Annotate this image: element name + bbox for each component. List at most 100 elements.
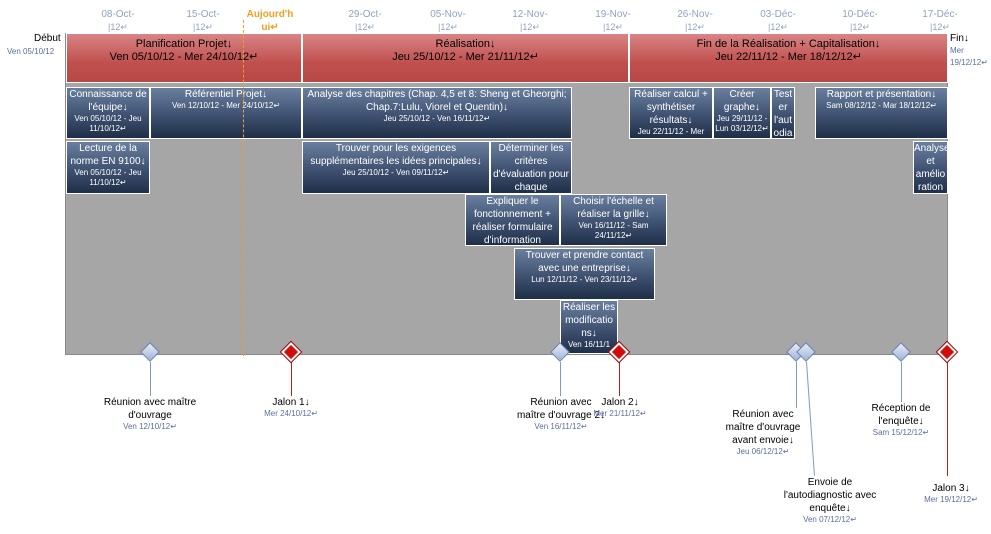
milestone-title: Jalon 2↓	[601, 397, 639, 408]
date-sub: |12↵	[520, 22, 540, 32]
task-analyse-chapitres[interactable]: Analyse des chapitres (Chap. 4,5 et 8: S…	[302, 87, 572, 139]
milestone-title: Réception de l'enquête↓	[871, 403, 931, 427]
date-header-dec17: 17-Déc- |12↵	[910, 8, 970, 34]
phase-dates: Ven 05/10/12 - Mer 24/10/12↵	[109, 51, 259, 63]
milestone-line	[291, 362, 292, 396]
task-dates: Ven 05/10/12 - Jeu 11/10/12↵	[74, 168, 142, 187]
task-title: Expliquer le fonctionnement + réaliser f…	[472, 196, 553, 246]
milestone-line	[806, 361, 815, 476]
start-label: Début	[34, 33, 61, 45]
task-connaissance-equipe[interactable]: Connaissance de l'équipe↓ Ven 05/10/12 -…	[66, 87, 150, 139]
phase-title: Planification Projet↓	[135, 38, 233, 50]
start-date: Ven 05/10/12	[7, 46, 54, 58]
date-label: 12-Nov-	[512, 9, 548, 20]
milestone-title: Réunion avec maître d'ouvrage	[103, 397, 197, 421]
milestone-line	[796, 362, 797, 408]
date-sub: |12↵	[193, 22, 213, 32]
date-header-dec10: 10-Déc- |12↵	[830, 8, 890, 34]
end-title: Fin↓	[950, 33, 969, 44]
milestone-reunion-avant-envoie: Réunion avec maître d'ouvrage avant envo…	[720, 408, 806, 457]
task-dates: Ven 05/10/12 - Jeu 11/10/12↵	[74, 114, 142, 133]
date-label: 19-Nov-	[595, 9, 631, 20]
task-analyse-amelioration[interactable]: Analyse et amélio ration	[913, 141, 948, 194]
task-tester-autodiagnostic[interactable]: Test er l'aut odia	[771, 87, 795, 139]
task-expliquer-fonctionnement[interactable]: Expliquer le fonctionnement + réaliser f…	[465, 194, 560, 246]
phase-dates: Jeu 22/11/12 - Mer 18/12/12↵	[715, 51, 862, 63]
date-header-oct15: 15-Oct- |12↵	[173, 8, 233, 34]
task-dates: Sam 08/12/12 - Mar 18/12/12↵	[826, 101, 937, 110]
end-label: Fin↓ Mer 19/12/12↵	[950, 33, 990, 69]
task-title: Connaissance de l'équipe↓	[69, 89, 147, 113]
milestone-title: Envoie de l'autodiagnostic avec enquête↓	[783, 477, 877, 514]
task-dates: Ven 16/11/12 - Sam 24/11/12↵	[578, 221, 649, 240]
task-title: Déterminer les critères d'évaluation pou…	[493, 143, 569, 193]
date-header-oct29: 29-Oct-|12↵	[335, 8, 395, 34]
date-header-nov19: 19-Nov- |12↵	[583, 8, 643, 34]
task-choisir-echelle[interactable]: Choisir l'échelle et réaliser la grille↓…	[560, 194, 667, 246]
task-trouver-contact[interactable]: Trouver et prendre contact avec une entr…	[514, 248, 655, 300]
date-label: 26-Nov-	[677, 9, 713, 20]
task-dates: Jeu 25/10/12 - Ven 09/11/12↵	[342, 168, 450, 177]
phase-title: Réalisation↓	[435, 38, 496, 50]
phase-planification[interactable]: Planification Projet↓ Ven 05/10/12 - Mer…	[66, 33, 302, 83]
milestone-line	[560, 362, 561, 396]
milestone-date: Ven 07/12/12↵	[803, 515, 857, 524]
phase-title: Fin de la Réalisation + Capitalisation↓	[696, 38, 881, 50]
task-title: Lecture de la norme EN 9100↓	[70, 143, 146, 167]
task-title: Choisir l'échelle et réaliser la grille↓	[573, 196, 654, 220]
phase-dates: Jeu 25/10/12 - Mer 21/11/12↵	[392, 51, 539, 63]
date-label: 10-Déc-	[842, 9, 878, 20]
task-trouver-exigences[interactable]: Trouver pour les exigences supplémentair…	[302, 141, 490, 194]
phase-realisation[interactable]: Réalisation↓ Jeu 25/10/12 - Mer 21/11/12…	[302, 33, 629, 83]
task-title: Trouver pour les exigences supplémentair…	[310, 143, 482, 167]
task-title: Réaliser les modificatio ns↓	[562, 302, 616, 339]
start-date-text: Ven 05/10/12	[7, 47, 55, 56]
milestone-date: Sam 15/12/12↵	[872, 428, 930, 437]
milestone-title: Jalon 1↓	[272, 397, 310, 408]
date-header-dec03: 03-Déc- |12↵	[748, 8, 808, 34]
date-label: 08-Oct-	[101, 9, 135, 20]
date-label: 03-Déc-	[760, 9, 796, 20]
milestone-envoie-autodiagnostic: Envoie de l'autodiagnostic avec enquête↓…	[780, 476, 880, 525]
milestone-line	[619, 362, 620, 396]
task-realiser-calcul[interactable]: Réaliser calcul + synthétiser résultats↓…	[629, 87, 713, 139]
milestone-reunion-2: Réunion avec maître d'ouvrage 2↓ Ven 16/…	[515, 396, 607, 432]
date-label: 29-Oct-	[348, 9, 382, 20]
task-realiser-modifications[interactable]: Réaliser les modificatio ns↓ Ven 16/11/1	[560, 300, 618, 354]
task-title: Réaliser calcul + synthétiser résultats↓	[634, 89, 708, 126]
date-sub: |12↵	[850, 22, 870, 32]
task-title: Rapport et présentation↓	[826, 89, 937, 100]
task-title: Analyse des chapitres (Chap. 4,5 et 8: S…	[307, 89, 567, 113]
today-label: Aujourd'h ui↵	[246, 9, 294, 33]
milestone-reunion-1: Réunion avec maître d'ouvrage Ven 12/10/…	[100, 396, 200, 432]
end-date-text: Mer 19/12/12↵	[950, 46, 988, 67]
today-line	[243, 20, 244, 356]
task-dates: Ven 12/10/12 - Mer 24/10/12↵	[171, 101, 281, 110]
task-creer-graphe[interactable]: Créer graphe↓ Jeu 29/11/12 - Lun 03/12/1…	[713, 87, 771, 139]
milestone-jalon-3: Jalon 3↓ Mer 19/12/12↵	[920, 482, 982, 505]
date-sub: |12↵	[768, 22, 788, 32]
task-determiner-criteres[interactable]: Déterminer les critères d'évaluation pou…	[490, 141, 572, 194]
date-sub: |12↵	[438, 22, 458, 32]
task-title: Créer graphe↓	[723, 89, 761, 113]
date-header-nov12: 12-Nov- |12↵	[500, 8, 560, 34]
phase-fin-realisation[interactable]: Fin de la Réalisation + Capitalisation↓ …	[629, 33, 948, 83]
date-sub: |12↵	[603, 22, 623, 32]
date-sub: |12↵	[930, 22, 950, 32]
task-title: Trouver et prendre contact avec une entr…	[525, 250, 644, 274]
task-lecture-norme[interactable]: Lecture de la norme EN 9100↓ Ven 05/10/1…	[66, 141, 150, 194]
milestone-reception-enquete: Réception de l'enquête↓ Sam 15/12/12↵	[856, 402, 946, 438]
date-label: 15-Oct-	[186, 9, 220, 20]
milestone-jalon-2: Jalon 2↓ Mer 21/11/12↵	[592, 396, 648, 419]
task-title: Référentiel Projet↓	[184, 89, 268, 100]
task-title: Analyse et amélio ration	[914, 143, 948, 193]
date-label: 17-Déc-	[922, 9, 958, 20]
milestone-title: Réunion avec maître d'ouvrage avant envo…	[725, 409, 801, 446]
task-dates: Lun 12/11/12 - Ven 23/11/12↵	[531, 275, 638, 284]
date-header-nov05: 05-Nov-|12↵	[418, 8, 478, 34]
task-referentiel-projet[interactable]: Référentiel Projet↓ Ven 12/10/12 - Mer 2…	[150, 87, 302, 139]
milestone-title: Réunion avec maître d'ouvrage 2↓	[516, 397, 606, 421]
milestone-date: Mer 21/11/12↵	[593, 409, 647, 418]
task-rapport-presentation[interactable]: Rapport et présentation↓ Sam 08/12/12 - …	[815, 87, 948, 139]
date-sub: |12↵	[108, 22, 128, 32]
